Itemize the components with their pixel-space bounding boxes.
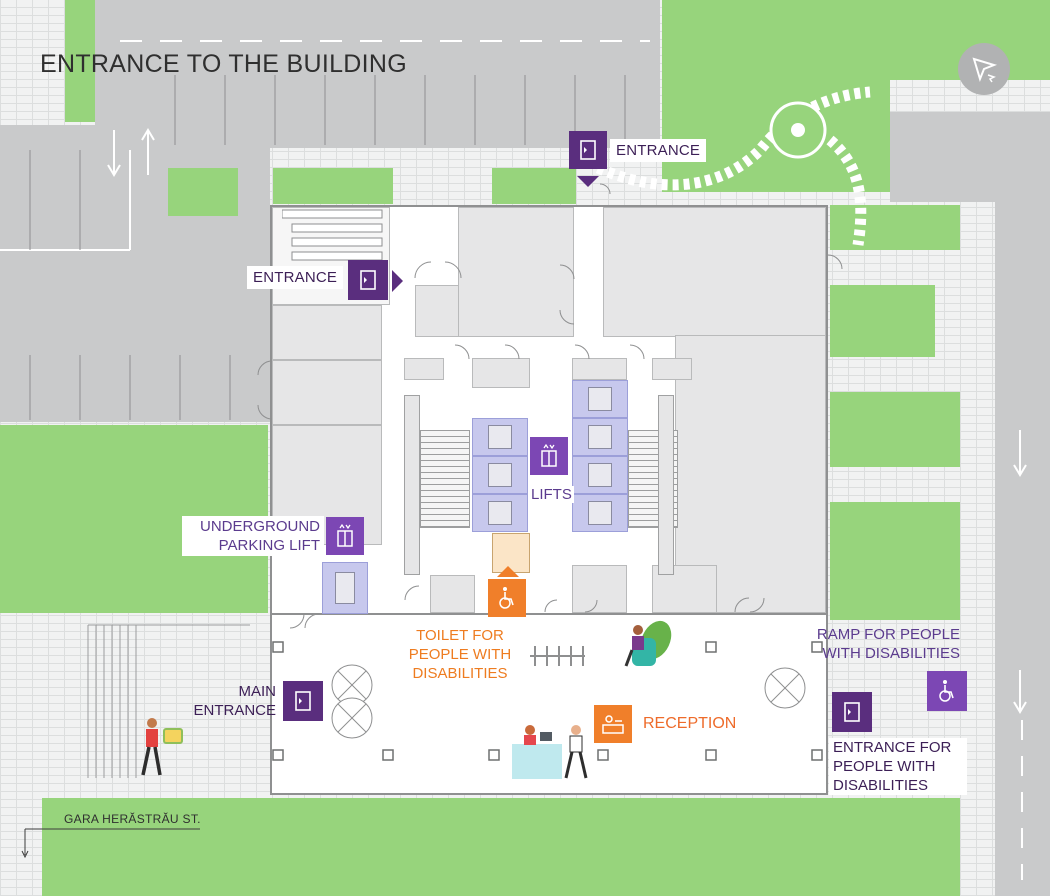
entrance-top-pointer	[577, 176, 599, 187]
visitor-illustration	[141, 718, 183, 776]
underground-parking-lift-label: UNDERGROUND PARKING LIFT	[182, 516, 324, 556]
entrance-left-marker[interactable]	[348, 260, 388, 300]
room-1	[272, 305, 382, 360]
lift-car	[472, 494, 528, 532]
wall-2	[658, 395, 674, 575]
room-small-a	[472, 358, 530, 388]
lawn-right-block	[830, 205, 960, 250]
parking-marking-top	[120, 40, 650, 42]
wheelchair-icon	[499, 587, 514, 609]
lift-car	[472, 456, 528, 494]
door-icon	[360, 270, 376, 290]
reception-desk-icon	[602, 715, 624, 734]
street-label: GARA HERĂSTRĂU ST.	[64, 812, 201, 826]
lawn-right-2	[830, 285, 935, 357]
door-icon	[580, 140, 596, 160]
reception-desk-illustration	[512, 725, 588, 779]
lift-car	[472, 418, 528, 456]
room-small-d	[404, 358, 444, 380]
lawn-bottom	[42, 798, 960, 896]
lift-car	[572, 494, 628, 532]
compass-icon	[958, 43, 1010, 95]
lawn-strip-1	[168, 168, 238, 216]
lift-icon	[337, 523, 353, 547]
wall-1	[404, 395, 420, 575]
accessible-toilet-marker[interactable]	[488, 579, 526, 617]
door-icon	[295, 691, 311, 711]
room-2	[272, 360, 382, 425]
page-title: ENTRANCE TO THE BUILDING	[40, 50, 407, 78]
ramp-label: RAMP FOR PEOPLE WITH DISABILITIES	[816, 626, 960, 662]
parking-lot-top	[95, 0, 660, 148]
lounge-illustration	[624, 620, 672, 667]
reception-label: RECEPTION	[643, 715, 737, 732]
room-large-right	[603, 207, 826, 337]
room-south-3	[430, 575, 475, 613]
disabilities-entrance-label: ENTRANCE FOR PEOPLE WITH DISABILITIES	[829, 738, 967, 795]
wheelchair-icon	[939, 680, 954, 702]
entrance-top-marker[interactable]	[569, 131, 607, 169]
accessible-toilet-label: TOILET FOR PEOPLE WITH DISABILITIES	[408, 627, 512, 682]
ramp-marker[interactable]	[927, 671, 967, 711]
lawn-right-4	[830, 502, 960, 620]
door-icon	[844, 702, 860, 722]
road-right-vertical	[995, 200, 1050, 896]
entrance-left-pointer	[392, 270, 403, 292]
room-small-c	[652, 358, 692, 380]
lift-car	[572, 456, 628, 494]
lawn-right-3	[830, 392, 960, 467]
entrance-left-label: ENTRANCE	[247, 266, 344, 289]
reception-marker[interactable]	[594, 705, 632, 743]
seating-grid	[282, 209, 383, 261]
toilet-pointer	[497, 566, 519, 577]
entrance-top-label: ENTRANCE	[610, 139, 707, 162]
road-right	[890, 112, 1050, 202]
stairs-left	[420, 430, 470, 528]
room-small-b	[572, 358, 627, 380]
room-5	[458, 207, 574, 337]
lifts-marker[interactable]	[530, 437, 568, 475]
parking-lift-car	[322, 562, 368, 614]
lift-car	[572, 418, 628, 456]
lift-car	[572, 380, 628, 418]
lawn-strip-3	[492, 168, 576, 204]
disabilities-entrance-marker[interactable]	[832, 692, 872, 732]
main-entrance-marker[interactable]	[283, 681, 323, 721]
main-entrance-label: MAIN ENTRANCE	[193, 683, 276, 719]
lift-icon	[541, 443, 557, 467]
parking-lift-marker[interactable]	[326, 517, 364, 555]
room-south-1	[572, 565, 627, 613]
lawn-top-left	[65, 0, 95, 122]
lawn-strip-2	[273, 168, 393, 204]
lifts-label: LIFTS	[529, 486, 574, 503]
